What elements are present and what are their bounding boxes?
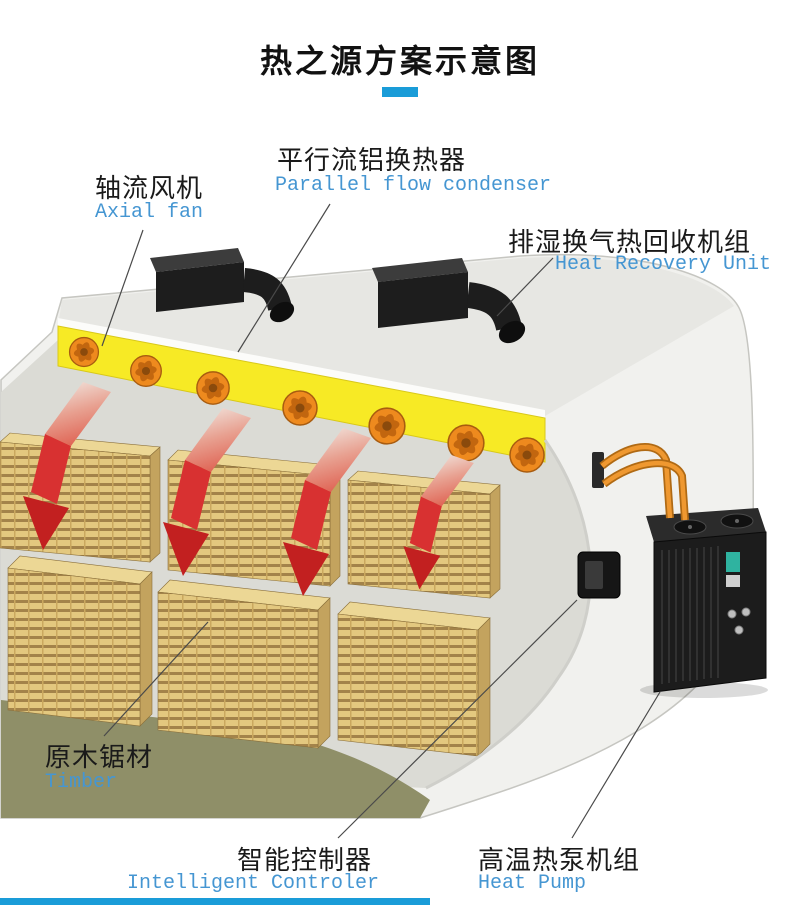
leader-line — [571, 691, 661, 839]
label-controller-zh: 智能控制器 — [237, 845, 373, 875]
label-axial-fan-zh: 轴流风机 — [95, 173, 204, 203]
leader-line — [103, 621, 209, 737]
axial-fan-icon — [282, 390, 318, 426]
timber-stack — [157, 579, 331, 749]
chamber-opening-edge — [425, 439, 592, 790]
heat-pump-display — [726, 552, 740, 572]
heat-pump-unit — [640, 508, 768, 698]
timber-stacks — [0, 432, 501, 757]
axial-fan-icon — [130, 355, 162, 387]
leader-line — [337, 599, 578, 839]
page-title: 热之源方案示意图 — [259, 43, 540, 79]
controller-box — [577, 551, 621, 599]
label-heat-pump-zh: 高温热泵机组 — [478, 845, 641, 875]
axial-fan-icon — [509, 437, 545, 473]
axial-fan-icon — [368, 407, 406, 445]
label-timber-zh: 原木锯材 — [45, 742, 154, 772]
condenser-panel-highlight — [58, 318, 545, 418]
axial-fan-icon — [447, 424, 485, 462]
timber-stack — [7, 555, 153, 727]
leader-line — [496, 257, 554, 317]
refrigerant-pipes — [592, 443, 689, 521]
timber-stack — [337, 601, 491, 757]
label-heat-pump-en: Heat Pump — [478, 872, 587, 895]
section-divider — [0, 898, 430, 905]
axial-fan-icon — [68, 336, 100, 368]
label-timber-en: Timber — [45, 771, 118, 794]
label-heat-recovery-zh: 排湿换气热回收机组 — [508, 227, 752, 257]
leader-line — [237, 203, 331, 353]
chamber-floor — [1, 700, 430, 818]
label-controller-en: Intelligent Controler — [127, 872, 380, 895]
label-heat-recovery-en: Heat Recovery Unit — [555, 253, 772, 276]
label-axial-fan-en: Axial fan — [95, 201, 204, 224]
label-condenser-en: Parallel flow condenser — [275, 174, 552, 197]
leader-line — [101, 229, 144, 347]
heat-recovery-duct — [372, 258, 526, 344]
label-condenser-zh: 平行流铝换热器 — [277, 145, 467, 175]
axial-fan-icon — [196, 371, 230, 405]
leader-lines — [101, 203, 661, 839]
title-underline — [382, 87, 418, 97]
heat-recovery-duct — [150, 248, 295, 323]
